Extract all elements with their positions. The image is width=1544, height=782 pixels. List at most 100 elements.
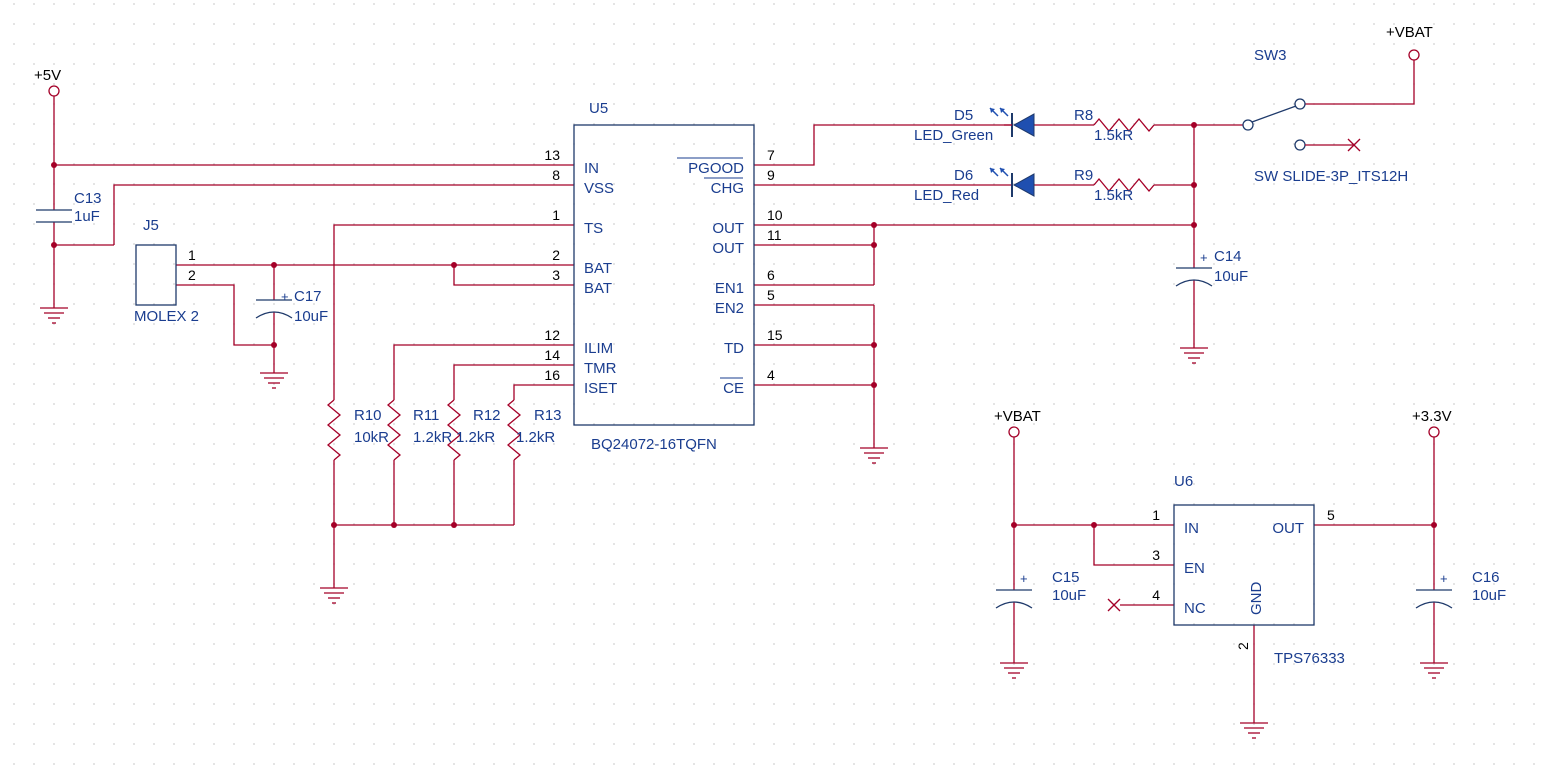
power-port-vbat-u6: +VBAT: [994, 408, 1041, 438]
c15-ref: C15: [1052, 569, 1080, 586]
u5-pin-name: ILIM: [584, 340, 613, 357]
r13-value: 1.2kR: [516, 429, 555, 446]
u6-pin-name: GND: [1248, 582, 1265, 616]
u6-pin-name: OUT: [1272, 520, 1304, 537]
u6-pin-name: NC: [1184, 600, 1206, 617]
j5-ref: J5: [143, 217, 159, 234]
u6-pin-num: 3: [1152, 547, 1160, 563]
resistor-r13[interactable]: R13 1.2kR: [506, 399, 562, 461]
capacitor-c14[interactable]: + C14 10uF: [1175, 248, 1248, 287]
resistor-r10[interactable]: R10 10kR: [326, 399, 389, 461]
u5-pin-num: 16: [544, 367, 560, 383]
r11-value: 1.2kR: [413, 429, 452, 446]
u5-pin-num: 6: [767, 267, 775, 283]
resistor-r9[interactable]: R9 1.5kR: [1074, 167, 1155, 204]
switch-sw3[interactable]: SW3 SW SLIDE-3P_ITS12H: [1242, 47, 1408, 185]
u5-pin-name: BAT: [584, 280, 612, 297]
u5-pin-num: 12: [544, 327, 560, 343]
led-d5[interactable]: D5 LED_Green: [914, 107, 1035, 144]
resistor-r8[interactable]: R8 1.5kR: [1074, 107, 1155, 144]
u6-pin-num: 1: [1152, 507, 1160, 523]
c14-plus: +: [1200, 250, 1208, 265]
u5-ref: U5: [589, 100, 608, 117]
r8-value: 1.5kR: [1094, 127, 1133, 144]
u5-pin-num: 1: [552, 207, 560, 223]
j5-pin-num: 2: [188, 267, 196, 283]
u5-pin-name: TMR: [584, 360, 617, 377]
u5-pin-num: 4: [767, 367, 775, 383]
net-label-vbat-top: +VBAT: [1386, 24, 1433, 41]
u5-value: BQ24072-16TQFN: [591, 436, 717, 453]
u5-pin-num: 7: [767, 147, 775, 163]
r12-ref: R12: [473, 407, 501, 424]
u5-pin-name: EN2: [715, 300, 744, 317]
c14-ref: C14: [1214, 248, 1242, 265]
power-port-vbat-top: +VBAT: [1386, 24, 1433, 61]
d5-value: LED_Green: [914, 127, 993, 144]
u5-pin-num: 3: [552, 267, 560, 283]
c17-ref: C17: [294, 288, 322, 305]
u5-body: [573, 124, 755, 426]
u6-body: [1173, 504, 1315, 626]
d6-value: LED_Red: [914, 187, 979, 204]
capacitor-c13[interactable]: C13 1uF: [36, 190, 102, 225]
sw3-ref: SW3: [1254, 47, 1287, 64]
r11-ref: R11: [413, 407, 439, 424]
c14-value: 10uF: [1214, 268, 1248, 285]
c16-plus: +: [1440, 571, 1448, 586]
u5-pin-num: 9: [767, 167, 775, 183]
capacitor-c17[interactable]: + C17 10uF: [255, 288, 328, 325]
c17-plus: +: [281, 289, 289, 304]
u5-pin-num: 14: [544, 347, 560, 363]
j5-body: [135, 244, 177, 306]
r10-ref: R10: [354, 407, 382, 424]
c16-ref: C16: [1472, 569, 1500, 586]
net-label-3v3: +3.3V: [1412, 408, 1452, 425]
r8-ref: R8: [1074, 107, 1093, 124]
net-label-5v: +5V: [34, 67, 61, 84]
u5-pin-name: IN: [584, 160, 599, 177]
c16-value: 10uF: [1472, 587, 1506, 604]
ic-u6[interactable]: U6 TPS76333 1 3 4 5 2 IN EN NC OUT GND: [1107, 473, 1345, 667]
u5-pin-num: 5: [767, 287, 775, 303]
u5-pin-name: OUT: [712, 220, 744, 237]
resistor-r12[interactable]: R12 1.2kR: [446, 399, 501, 461]
c13-value: 1uF: [74, 208, 100, 225]
r12-value: 1.2kR: [456, 429, 495, 446]
u6-pin-num: 5: [1327, 507, 1335, 523]
power-port-5v: +5V: [34, 67, 61, 97]
u5-pin-name: VSS: [584, 180, 614, 197]
capacitor-c16[interactable]: + C16 10uF: [1415, 569, 1506, 609]
u5-pin-name: TS: [584, 220, 603, 237]
u5-pin-name: EN1: [715, 280, 744, 297]
u5-pin-num: 11: [767, 227, 782, 243]
ic-u5[interactable]: U5 BQ24072-16TQFN 13 8 1 2 3 12 14 16 IN…: [544, 100, 782, 453]
power-port-3v3: +3.3V: [1412, 408, 1452, 438]
u6-pin-num: 4: [1152, 587, 1160, 603]
u5-pin-name: OUT: [712, 240, 744, 257]
u5-pin-num: 13: [544, 147, 560, 163]
j5-pin-num: 1: [188, 247, 196, 263]
j5-value: MOLEX 2: [134, 308, 199, 325]
resistor-r11[interactable]: R11 1.2kR: [386, 399, 452, 461]
u5-pin-num: 15: [767, 327, 783, 343]
u6-pin-num: 2: [1235, 642, 1251, 650]
r10-value: 10kR: [354, 429, 389, 446]
connector-j5[interactable]: J5 MOLEX 2 1 2: [134, 217, 199, 325]
c15-value: 10uF: [1052, 587, 1086, 604]
c17-value: 10uF: [294, 308, 328, 325]
r9-ref: R9: [1074, 167, 1093, 184]
u5-pin-num: 10: [767, 207, 783, 223]
d6-ref: D6: [954, 167, 973, 184]
capacitor-c15[interactable]: + C15 10uF: [995, 569, 1086, 609]
d5-ref: D5: [954, 107, 973, 124]
u5-pin-num: 8: [552, 167, 560, 183]
net-label-vbat-u6: +VBAT: [994, 408, 1041, 425]
led-d6[interactable]: D6 LED_Red: [914, 167, 1035, 204]
u5-pin-name: TD: [724, 340, 744, 357]
wires: [53, 60, 1435, 715]
switch-lever: [1251, 105, 1297, 123]
u6-ref: U6: [1174, 473, 1193, 490]
